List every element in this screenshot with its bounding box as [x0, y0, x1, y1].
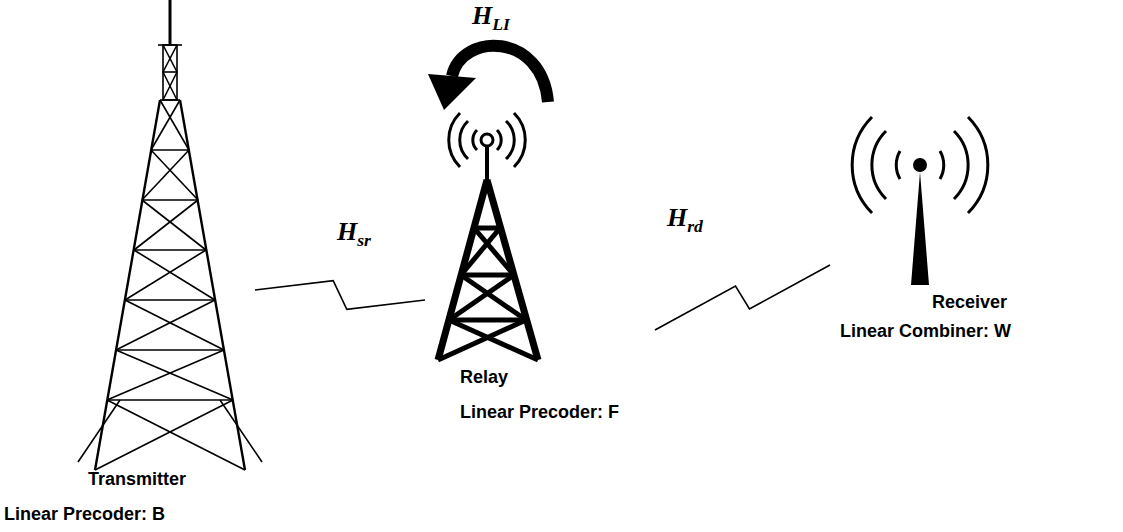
wireless-link [655, 265, 830, 330]
node-title: Relay [460, 366, 508, 388]
relay-node: RelayLinear Precoder: F [425, 0, 655, 430]
loop-arrow [428, 46, 548, 110]
node-title: Receiver [932, 291, 1007, 313]
node-subtitle: Linear Precoder: B [4, 503, 165, 525]
node-subtitle: Linear Precoder: F [460, 401, 619, 423]
receiver-node: ReceiverLinear Combiner: W [830, 110, 1070, 360]
wireless-link [255, 281, 425, 310]
channel-label: Hrd [665, 204, 705, 240]
receiver-antenna [852, 117, 988, 285]
relay-tower [438, 113, 538, 360]
transmitter-node: TransmitterLinear Precoder: B [0, 0, 255, 532]
lattice-tower [78, 0, 262, 470]
node-subtitle: Linear Combiner: W [840, 320, 1011, 342]
node-title: Transmitter [88, 468, 186, 490]
channel-label: HLI [470, 2, 512, 38]
channel-label: Hsr [335, 218, 373, 254]
